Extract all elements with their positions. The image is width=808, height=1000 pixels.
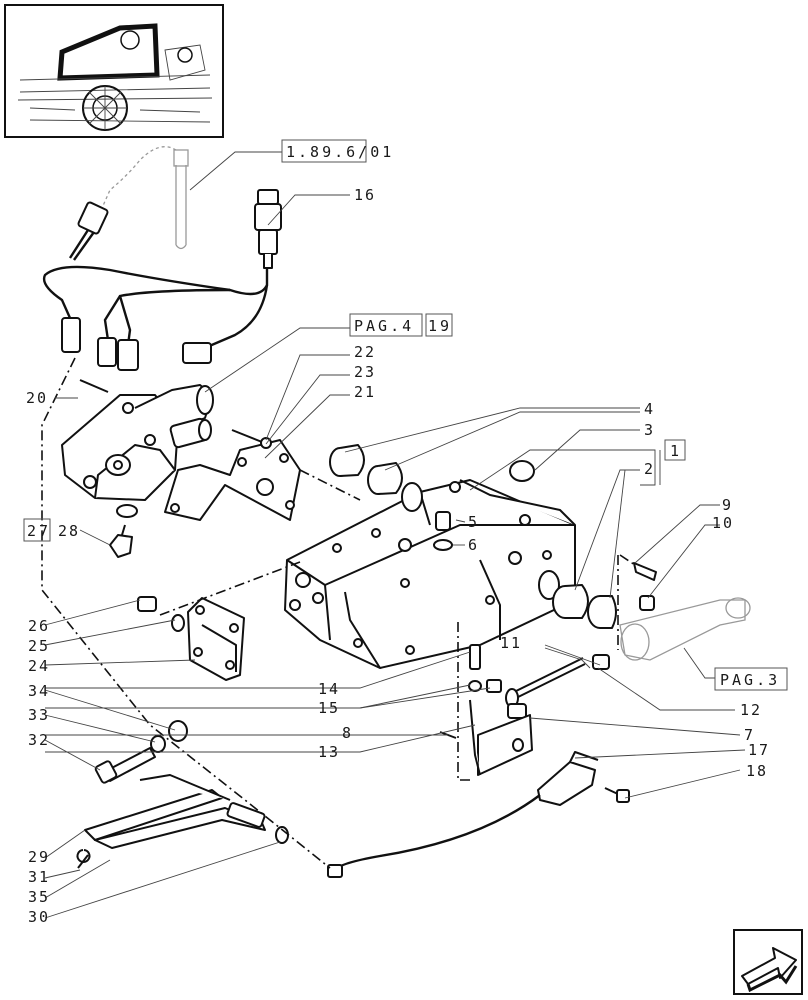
callout-31: 31 [28, 868, 50, 886]
callout-26: 26 [28, 617, 50, 635]
ref-label-19[interactable]: 19 [428, 317, 452, 335]
callout-10: 10 [712, 514, 734, 532]
valve-block[interactable] [61, 379, 214, 501]
alignment-lines [41, 357, 636, 869]
bolt-assembly[interactable] [94, 720, 188, 784]
callout-30: 30 [28, 908, 50, 926]
control-lever[interactable] [76, 774, 289, 869]
ref-label-1-89-6-01[interactable]: 1.89.6/01 [286, 143, 394, 161]
callout-8: 8 [342, 724, 353, 742]
callout-33: 33 [28, 706, 50, 724]
wiring-harness[interactable] [42, 189, 282, 371]
callout-6: 6 [468, 536, 479, 554]
ref-label-27[interactable]: 27 [27, 522, 51, 540]
callout-12: 12 [740, 701, 762, 719]
ref-label-1[interactable]: 1 [670, 442, 682, 460]
callout-labels: 1.89.6/01 PAG.4 19 1 27 PAG.3 16 22 23 2… [26, 143, 780, 926]
callout-7: 7 [744, 726, 755, 744]
ghost-sensor [101, 146, 189, 250]
callout-28: 28 [58, 522, 80, 540]
callout-15: 15 [318, 699, 340, 717]
flange-cover[interactable] [137, 596, 245, 681]
reference-boxes [23, 139, 788, 691]
callout-11: 11 [500, 634, 522, 652]
callout-14: 14 [318, 680, 340, 698]
callout-4: 4 [644, 400, 655, 418]
callout-22: 22 [354, 343, 376, 361]
callout-34: 34 [28, 682, 50, 700]
callout-13: 13 [318, 743, 340, 761]
callout-20: 20 [26, 389, 48, 407]
lift-housing[interactable] [284, 479, 576, 669]
leader-lines [44, 151, 746, 919]
ref-label-pag3[interactable]: PAG.3 [720, 671, 780, 689]
control-rod[interactable] [439, 644, 610, 776]
callout-29: 29 [28, 848, 50, 866]
callout-5: 5 [468, 513, 479, 531]
callout-23: 23 [354, 363, 376, 381]
callout-35: 35 [28, 888, 50, 906]
callout-3: 3 [644, 421, 655, 439]
callout-18: 18 [746, 762, 768, 780]
mounting-bracket[interactable] [164, 429, 301, 521]
callout-16: 16 [354, 186, 376, 204]
callout-2: 2 [644, 460, 655, 478]
callout-21: 21 [354, 383, 376, 401]
pin-and-arm[interactable] [619, 562, 751, 661]
callout-17: 17 [748, 741, 770, 759]
callout-24: 24 [28, 657, 50, 675]
position-sensor[interactable] [327, 751, 630, 878]
callout-9: 9 [722, 496, 733, 514]
ref-label-pag4[interactable]: PAG.4 [354, 317, 414, 335]
callout-32: 32 [28, 731, 50, 749]
plug-5-6[interactable] [433, 511, 453, 551]
tractor-thumbnail-icon[interactable] [4, 4, 224, 138]
callout-25: 25 [28, 637, 50, 655]
bushings[interactable] [329, 444, 617, 629]
next-page-arrow-icon[interactable] [733, 929, 803, 995]
fitting-28[interactable] [109, 504, 138, 558]
